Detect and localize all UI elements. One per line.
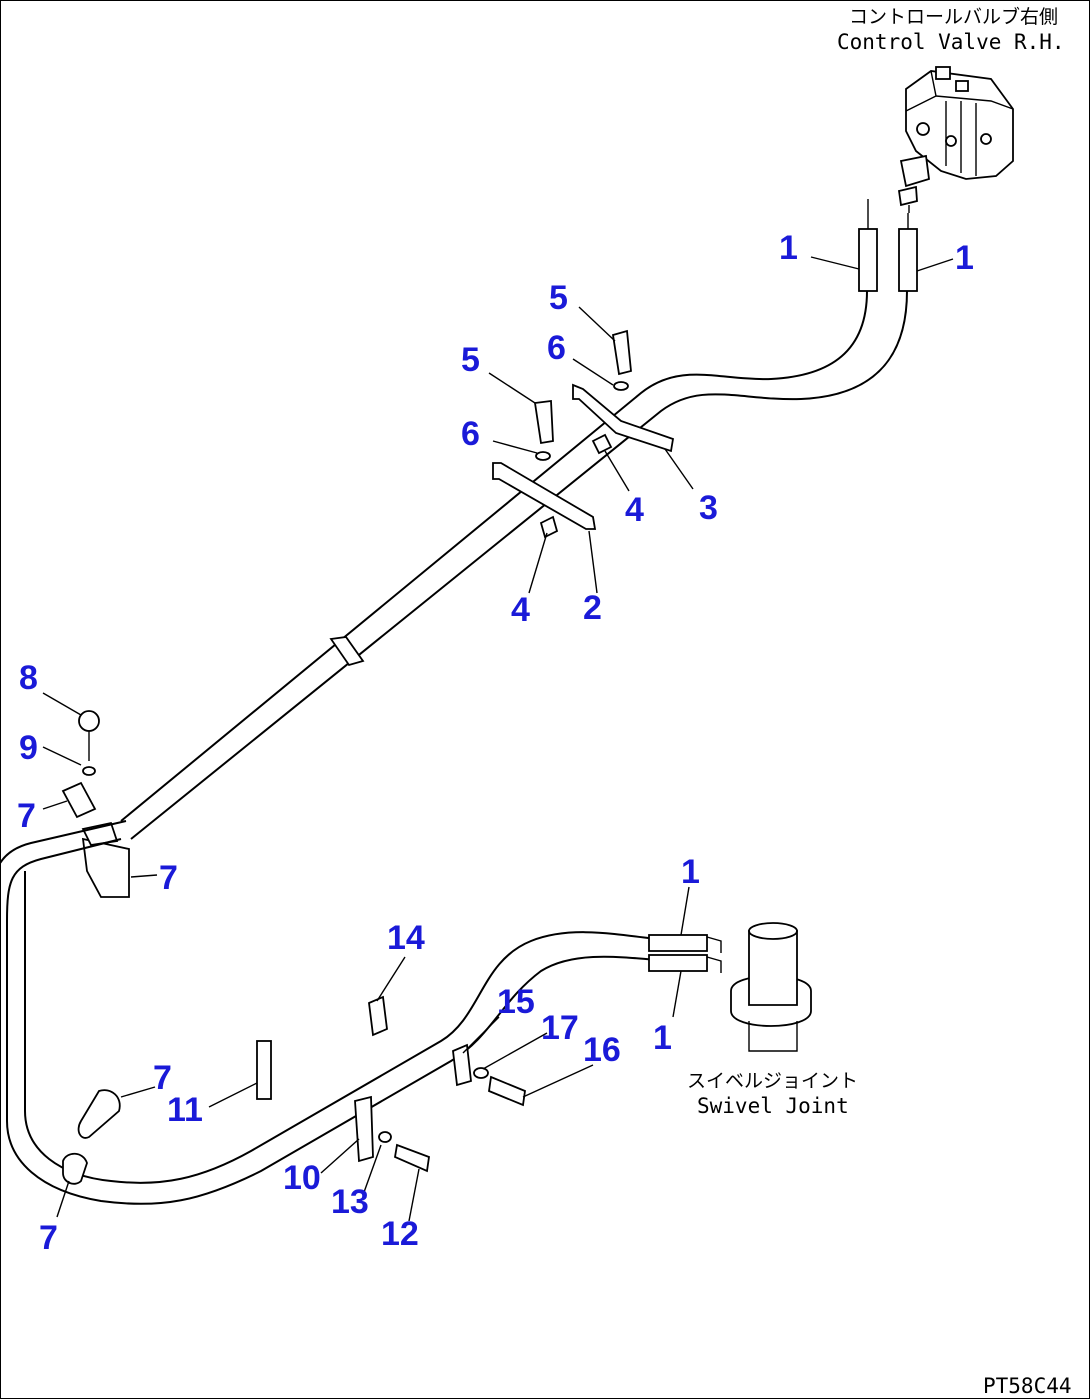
control-valve-drawing (897, 66, 1014, 213)
swivel-joint-drawing (730, 922, 812, 1052)
callout-7-upper-left: 7 (17, 797, 36, 835)
callout-2: 2 (583, 589, 602, 627)
callout-13: 13 (331, 1183, 369, 1221)
callout-1-swivel-lower: 1 (653, 1019, 672, 1057)
control-valve-label-jp: コントロールバルブ右側 (849, 5, 1058, 28)
callout-3: 3 (699, 489, 718, 527)
leader-lines (42, 256, 954, 1222)
callout-10: 10 (283, 1159, 321, 1197)
control-valve-label-en: Control Valve R.H. (837, 30, 1065, 54)
callout-4-left: 4 (511, 591, 530, 629)
callout-12: 12 (381, 1215, 419, 1253)
callout-1-swivel-upper: 1 (681, 853, 700, 891)
swivel-joint-label-en: Swivel Joint (697, 1094, 849, 1118)
callout-9: 9 (19, 729, 38, 767)
swivel-joint-label-jp: スイベルジョイント (687, 1070, 858, 1092)
clamp-brackets (329, 329, 675, 667)
callout-16: 16 (583, 1031, 621, 1069)
lower-small-parts (62, 995, 526, 1185)
callout-6-upper: 6 (547, 329, 566, 367)
callout-17: 17 (541, 1009, 579, 1047)
callout-7-lower-bottom: 7 (39, 1219, 58, 1257)
callout-5-lower: 5 (461, 341, 480, 379)
callout-7-upper-right: 7 (159, 859, 178, 897)
callout-15: 15 (497, 983, 535, 1021)
callout-7-lower-upper: 7 (153, 1059, 172, 1097)
callout-1-upper-left: 1 (779, 229, 798, 267)
callout-4-right: 4 (625, 491, 644, 529)
upper-hoses (120, 199, 918, 840)
figure-code: PT58C44 (983, 1374, 1072, 1398)
callout-1-upper-right: 1 (955, 239, 974, 277)
left-clamps (61, 710, 130, 898)
callout-11: 11 (167, 1091, 203, 1129)
callout-6-lower: 6 (461, 415, 480, 453)
callout-14: 14 (387, 919, 425, 957)
callout-8: 8 (19, 659, 38, 697)
callout-5-upper: 5 (549, 279, 568, 317)
